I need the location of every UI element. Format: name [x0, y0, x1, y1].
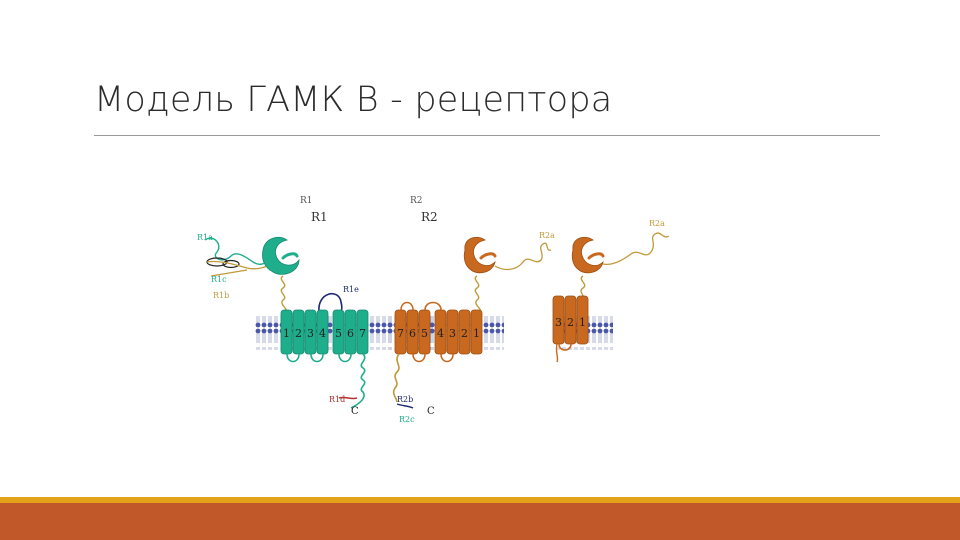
- r2-partial-helix-numbers: 3 2 1: [555, 316, 586, 329]
- svg-text:1: 1: [283, 327, 290, 340]
- r2c-label: R2c: [399, 415, 415, 424]
- r2-c-terminus-label: C: [427, 406, 435, 417]
- r1-faint-label: R1: [300, 196, 313, 206]
- r2-stalk: [474, 275, 482, 313]
- r1-stalk: [280, 275, 288, 313]
- svg-text:6: 6: [347, 327, 354, 340]
- r1b-tail: [210, 269, 248, 277]
- svg-text:1: 1: [579, 316, 586, 329]
- svg-text:2: 2: [461, 327, 468, 340]
- r1a-label: R1a: [197, 233, 213, 242]
- r1-label: R1: [311, 210, 328, 224]
- r2a-mid-label: R2a: [539, 231, 555, 240]
- svg-text:3: 3: [449, 327, 456, 340]
- svg-text:3: 3: [555, 316, 562, 329]
- r1-helix-numbers: 1 2 3 4 5 6 7: [283, 327, 366, 340]
- r1-linker: [206, 260, 268, 270]
- svg-text:7: 7: [397, 327, 404, 340]
- svg-text:3: 3: [307, 327, 314, 340]
- svg-text:5: 5: [421, 327, 428, 340]
- r1-venus-flytrap: [262, 236, 300, 275]
- r2-c-terminal: [392, 353, 400, 403]
- r1b-label: R1b: [213, 291, 229, 300]
- r2c-segment: [396, 403, 414, 409]
- r1d-label: R1d: [329, 395, 345, 404]
- svg-text:5: 5: [335, 327, 342, 340]
- slide-title: Модель ГАМК В - рецептора: [94, 80, 613, 120]
- r2a-linker-mid: [494, 242, 552, 271]
- r2-partial-transmembrane: [552, 295, 589, 363]
- r2-label: R2: [421, 210, 438, 224]
- r1a-tail: [204, 237, 268, 265]
- r1c-label: R1c: [211, 275, 227, 284]
- svg-text:4: 4: [437, 327, 444, 340]
- footer-accent-stripe: [0, 497, 960, 503]
- r1d-segment: [338, 396, 358, 400]
- svg-text:1: 1: [473, 327, 480, 340]
- svg-text:6: 6: [409, 327, 416, 340]
- svg-text:2: 2: [295, 327, 302, 340]
- gaba-b-receptor-diagram: R1 R2 R1 R2: [183, 192, 683, 427]
- r1e-label: R1e: [343, 285, 359, 294]
- footer-bar: [0, 503, 960, 540]
- r2-venus-flytrap: [463, 236, 496, 274]
- r2-partial-venus-flytrap: [571, 236, 604, 274]
- r1-flytrap-lip: [281, 252, 299, 260]
- r1-c-terminal: [350, 353, 366, 409]
- sushi-domain-2: [222, 259, 240, 269]
- r2a-right-label: R2a: [649, 219, 665, 228]
- svg-text:7: 7: [359, 327, 366, 340]
- diagram-annotations: R1a R1c R1b R1e R1d C R2a R2a R2b R2c C: [197, 219, 665, 424]
- r2-partial-flytrap-lip: [587, 252, 605, 260]
- r2-faint-label: R2: [410, 196, 423, 206]
- r2-transmembrane: [394, 301, 483, 363]
- r2b-label: R2b: [397, 395, 413, 404]
- r2-helix-numbers: 7 6 5 4 3 2 1: [397, 327, 480, 340]
- r2a-linker-right: [602, 232, 670, 266]
- svg-text:4: 4: [319, 327, 326, 340]
- r2-flytrap-lip: [479, 252, 497, 260]
- r1-c-terminus-label: C: [351, 406, 359, 417]
- receptor-illustration: R1 R2 R1 R2: [197, 196, 670, 424]
- svg-text:2: 2: [567, 316, 574, 329]
- r1-transmembrane: [280, 309, 369, 363]
- title-divider: [94, 135, 880, 136]
